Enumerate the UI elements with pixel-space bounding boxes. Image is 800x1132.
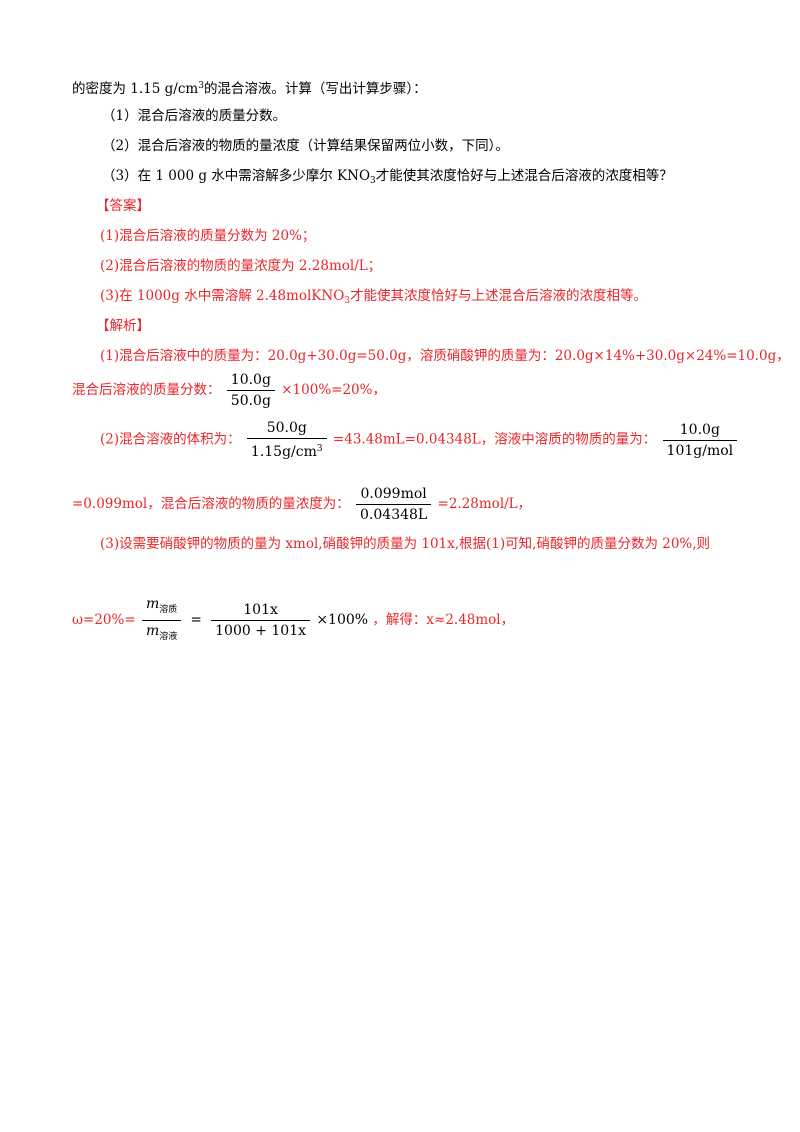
concentration-formula: 0.099mol 0.04348L bbox=[356, 484, 432, 525]
moles-denominator: 101g/mol bbox=[666, 442, 734, 459]
analysis-step-3-formula: ω=20%= m溶质 m溶液 = 101x 1000 + 101x ×100% … bbox=[72, 594, 514, 647]
answer-1-text: (1)混合后溶液的质量分数为 20%； bbox=[100, 228, 316, 244]
moles-formula: 10.0g 101g/mol bbox=[662, 420, 738, 461]
analysis-step-1-text: (1)混合后溶液中的质量为：20.0g+30.0g=50.0g，溶质硝酸钾的质量… bbox=[100, 348, 790, 364]
mass-symbol: m bbox=[145, 623, 160, 639]
equals-sign: = bbox=[190, 612, 202, 628]
analysis-heading: 【解析】 bbox=[96, 316, 150, 336]
solve-denominator: 1000 + 101x bbox=[215, 623, 307, 639]
volume-denominator-text: 1.15g/cm bbox=[250, 444, 317, 460]
analysis-step-3-text: (3)设需要硝酸钾的物质的量为 xmol,硝酸钾的质量为 101x,根据(1)可… bbox=[100, 536, 711, 552]
answer-2-text: (2)混合后溶液的物质的量浓度为 2.28mol/L； bbox=[100, 258, 382, 274]
solve-formula: 101x 1000 + 101x bbox=[211, 600, 311, 641]
analysis-step-1-line-1: (1)混合后溶液中的质量为：20.0g+30.0g=50.0g，溶质硝酸钾的质量… bbox=[100, 346, 790, 366]
question-3: （3）在 1 000 g 水中需溶解多少摩尔 KNO3才能使其浓度恰好与上述混合… bbox=[102, 166, 673, 191]
concentration-result: =2.28mol/L， bbox=[437, 496, 532, 512]
solve-result: ，解得：x≈2.48mol， bbox=[372, 612, 515, 628]
volume-numerator: 50.0g bbox=[246, 418, 327, 439]
times-percent: ×100% bbox=[316, 612, 369, 628]
concentration-numerator: 0.099mol bbox=[356, 484, 432, 505]
mass-fraction-denominator: 50.0g bbox=[230, 393, 271, 409]
intro-sup: 3 bbox=[198, 81, 204, 91]
mass-fraction-formula: 10.0g 50.0g bbox=[226, 370, 275, 411]
concentration-denominator: 0.04348L bbox=[360, 507, 428, 523]
concentration-label: =0.099mol，混合后溶液的物质的量浓度为： bbox=[72, 496, 350, 512]
answer-3-text: (3)在 1000g 水中需溶解 2.48molKNO bbox=[100, 288, 345, 304]
question-3-sub: 3 bbox=[370, 176, 376, 186]
analysis-step-2: (2)混合溶液的体积为： 50.0g 1.15g/cm3 =43.48mL=0.… bbox=[100, 418, 739, 462]
answer-3-text-2: 才能使其浓度恰好与上述混合后溶液的浓度相等。 bbox=[350, 288, 647, 304]
analysis-step-2-continued: =0.099mol，混合后溶液的物质的量浓度为： 0.099mol 0.0434… bbox=[72, 484, 531, 525]
volume-formula: 50.0g 1.15g/cm3 bbox=[246, 418, 327, 462]
question-2: （2）混合后溶液的物质的量浓度（计算结果保留两位小数，下同）。 bbox=[102, 136, 509, 156]
intro-text: 的密度为 1.15 g/cm bbox=[72, 81, 199, 97]
analysis-heading-text: 【解析】 bbox=[96, 318, 150, 334]
answer-heading: 【答案】 bbox=[96, 196, 150, 216]
question-2-text: （2）混合后溶液的物质的量浓度（计算结果保留两位小数，下同）。 bbox=[102, 138, 509, 154]
mass-ratio-numerator: m溶质 bbox=[141, 594, 182, 621]
moles-numerator: 10.0g bbox=[662, 420, 738, 441]
analysis-step-1-line-2: 混合后溶液的质量分数： 10.0g 50.0g ×100%=20%， bbox=[72, 370, 386, 411]
solution-subscript: 溶液 bbox=[159, 632, 178, 642]
mass-fraction-numerator: 10.0g bbox=[226, 370, 275, 391]
answer-2: (2)混合后溶液的物质的量浓度为 2.28mol/L； bbox=[100, 256, 381, 276]
answer-1: (1)混合后溶液的质量分数为 20%； bbox=[100, 226, 315, 246]
mass-symbol: m bbox=[145, 596, 160, 612]
mass-fraction-label: 混合后溶液的质量分数： bbox=[72, 382, 221, 398]
question-3-text-2: 才能使其浓度恰好与上述混合后溶液的浓度相等？ bbox=[375, 168, 673, 184]
mass-ratio-formula: m溶质 m溶液 bbox=[141, 594, 182, 647]
analysis-step-3: (3)设需要硝酸钾的物质的量为 xmol,硝酸钾的质量为 101x,根据(1)可… bbox=[100, 534, 710, 554]
answer-3: (3)在 1000g 水中需溶解 2.48molKNO3才能使其浓度恰好与上述混… bbox=[100, 286, 647, 311]
intro-text-2: 的混合溶液。计算（写出计算步骤）： bbox=[203, 81, 427, 97]
volume-label: (2)混合溶液的体积为： bbox=[100, 431, 241, 448]
solve-numerator: 101x bbox=[211, 600, 311, 621]
volume-denominator: 1.15g/cm3 bbox=[247, 439, 327, 462]
volume-denominator-sup: 3 bbox=[316, 444, 323, 454]
intro-line: 的密度为 1.15 g/cm3的混合溶液。计算（写出计算步骤）： bbox=[72, 76, 427, 99]
question-3-text: （3）在 1 000 g 水中需溶解多少摩尔 KNO bbox=[102, 168, 371, 184]
question-1: （1）混合后溶液的质量分数。 bbox=[102, 106, 286, 126]
answer-heading-text: 【答案】 bbox=[96, 198, 150, 214]
mass-fraction-result: ×100%=20%， bbox=[281, 382, 386, 398]
volume-result: =43.48mL=0.04348L，溶液中溶质的物质的量为： bbox=[332, 431, 657, 448]
question-1-text: （1）混合后溶液的质量分数。 bbox=[102, 108, 287, 124]
mass-ratio-denominator: m溶液 bbox=[142, 621, 181, 647]
answer-3-sub: 3 bbox=[344, 296, 350, 306]
omega-label: ω=20%= bbox=[72, 612, 136, 628]
solute-subscript: 溶质 bbox=[159, 605, 178, 615]
